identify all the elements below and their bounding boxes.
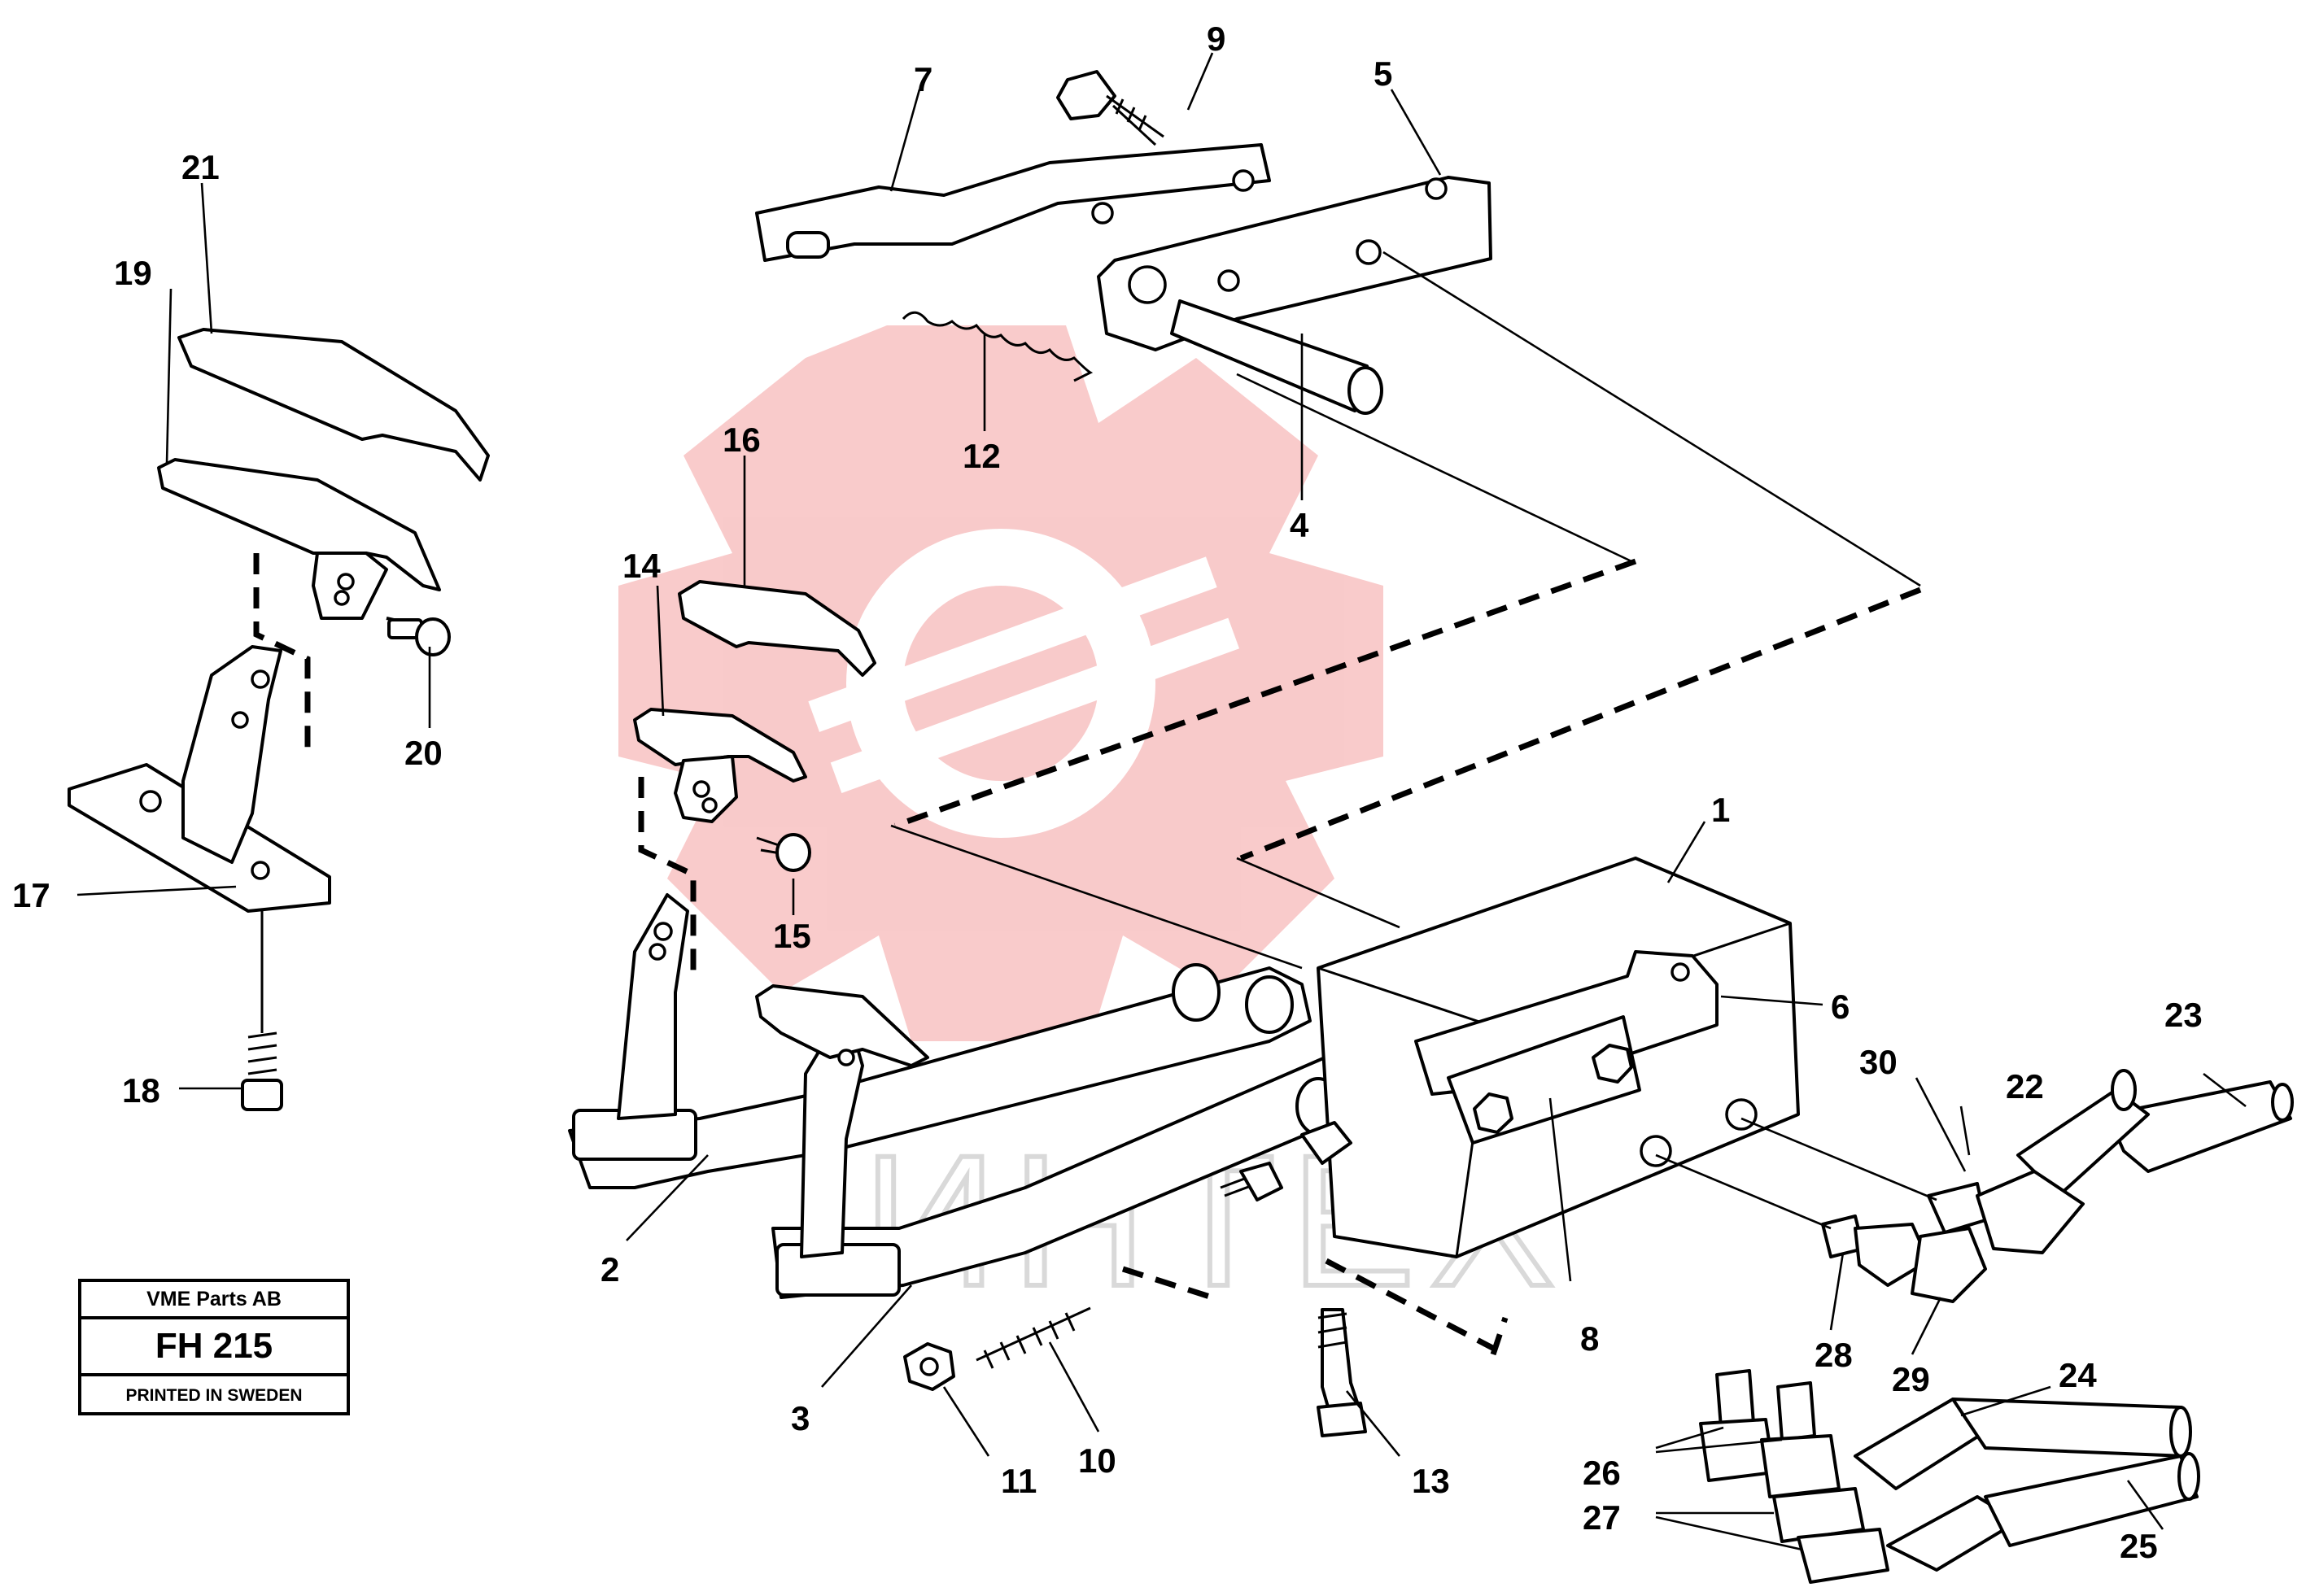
callout-29: 29 [1892,1360,1930,1398]
callout-16: 16 [723,421,761,459]
part-13-bolt [1317,1308,1367,1437]
part-8-cover [1447,1015,1641,1145]
part-19-pedal [157,458,441,620]
thin-connection-lines [890,251,1937,1230]
part-27-fittings [1772,1487,1889,1584]
part-9-bolt [1056,70,1164,146]
dash-center-1 [638,777,697,976]
callout-27: 27 [1583,1498,1621,1537]
callout-21: 21 [181,148,220,186]
title-block-company: VME Parts AB [81,1282,347,1319]
callout-17: 17 [12,876,50,914]
callout-8: 8 [1580,1319,1599,1358]
callout-20: 20 [404,734,443,772]
callout-9: 9 [1207,20,1225,58]
part-25-hose [1886,1452,2200,1572]
callout-30: 30 [1859,1043,1898,1081]
part-11-nut [903,1342,955,1391]
callout-24: 24 [2059,1356,2097,1394]
title-block-printed: PRINTED IN SWEDEN [125,1386,303,1405]
callout-11: 11 [1001,1462,1037,1500]
callout-6: 6 [1831,988,1850,1026]
part-2-shaft [568,893,1312,1189]
callout-1: 1 [1711,791,1730,829]
callout-22: 22 [2006,1067,2044,1105]
part-17-bracket [68,645,331,913]
part-30-fitting [1927,1170,2085,1254]
callout-3: 3 [791,1399,810,1437]
callout-5: 5 [1374,55,1392,93]
part-10-spring [976,1306,1091,1369]
part-29-elbow [1911,1227,1987,1303]
callout-19: 19 [114,254,152,292]
part-4-pin [1170,299,1383,415]
small-spring-near-shaft [1220,1162,1283,1201]
callout-14: 14 [622,547,661,585]
part-21-pad [177,328,490,482]
callout-28: 28 [1815,1336,1853,1374]
callout-7: 7 [914,60,932,98]
callout-2: 2 [601,1250,619,1289]
dash-left-1 [253,553,311,748]
callout-10: 10 [1078,1441,1116,1480]
part-22-hose [2016,1069,2150,1197]
part-7-lever [755,143,1271,262]
callout-15: 15 [773,917,811,955]
part-18-bolt [241,911,283,1111]
dash-alignment-lines [893,558,1922,1356]
part-28-fitting [1821,1214,1930,1287]
callout-25: 25 [2120,1527,2158,1565]
callout-4: 4 [1290,506,1309,544]
part-20-screw [386,617,451,656]
part-5-bracket [1097,176,1492,351]
title-block: VME Parts AB FH 215 PRINTED IN SWEDEN [78,1279,350,1415]
callout-labels: 1 2 3 4 5 6 7 8 9 10 11 12 13 14 15 16 1… [12,20,2203,1565]
callout-23: 23 [2164,996,2203,1034]
callout-12: 12 [963,437,1001,475]
part-16-pad [678,580,876,677]
callout-leaders [76,52,2247,1551]
part-26-fittings [1699,1369,1841,1498]
part-14-pedal [633,708,807,823]
fitting-near-valve [1300,1121,1352,1165]
title-block-model: FH 215 [81,1319,347,1376]
callout-18: 18 [122,1071,160,1110]
part-15-screw [756,833,811,872]
part-3-shaft [755,984,1385,1299]
part-12-spring [902,311,1094,382]
callout-13: 13 [1412,1462,1450,1500]
callout-26: 26 [1583,1454,1621,1492]
